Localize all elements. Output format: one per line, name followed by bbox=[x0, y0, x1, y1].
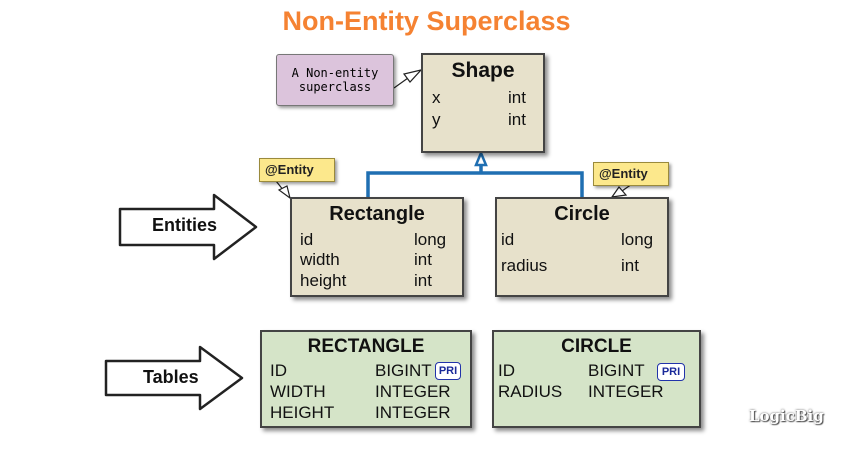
rectangle-column-name: ID bbox=[270, 361, 287, 380]
rect-tag-connector-head bbox=[277, 185, 291, 200]
entity-annotation-tag: @Entity bbox=[593, 162, 669, 186]
circle-column-name: RADIUS bbox=[498, 382, 563, 401]
circle-table-name: CIRCLE bbox=[561, 336, 632, 357]
rectangle-field-type: int bbox=[414, 250, 432, 269]
note-connector bbox=[393, 77, 409, 89]
rectangle-table-box: RECTANGLE ID BIGINT PRI WIDTH INTEGER HE… bbox=[260, 330, 472, 428]
non-entity-note: A Non-entity superclass bbox=[276, 54, 394, 106]
rectangle-column-type: INTEGER bbox=[375, 403, 451, 422]
rectangle-field-type: long bbox=[414, 230, 447, 249]
shape-field-type: int bbox=[508, 110, 526, 129]
diagram-title: Non-Entity Superclass bbox=[282, 6, 571, 36]
rectangle-field-name: id bbox=[300, 230, 314, 249]
circle-table-box: CIRCLE ID BIGINT PRI RADIUS INTEGER bbox=[492, 330, 701, 428]
rectangle-table-name: RECTANGLE bbox=[307, 336, 425, 357]
circle-field-name: radius bbox=[501, 256, 548, 275]
tables-arrow bbox=[104, 345, 244, 411]
circle-column-type: INTEGER bbox=[588, 382, 664, 401]
rectangle-column-type: INTEGER bbox=[375, 382, 451, 401]
shape-class-box: Shape x int y int bbox=[421, 53, 545, 153]
circle-field-type: int bbox=[621, 256, 639, 275]
inheritance-line bbox=[366, 171, 584, 197]
circle-field-type: long bbox=[621, 230, 654, 249]
shape-class-name: Shape bbox=[451, 59, 515, 82]
inheritance-arrowhead bbox=[474, 149, 488, 167]
circle-column-name: ID bbox=[498, 361, 515, 380]
shape-field-type: int bbox=[508, 88, 526, 107]
shape-field-name: x bbox=[432, 88, 441, 107]
circle-entity-name: Circle bbox=[554, 203, 610, 225]
circle-tag-connector-head bbox=[610, 186, 628, 198]
primary-key-badge: PRI bbox=[657, 363, 685, 381]
note-line-1: A Non-entity bbox=[291, 66, 379, 80]
rectangle-field-name: height bbox=[300, 271, 347, 290]
entities-arrow bbox=[118, 193, 258, 261]
logicbig-logo: LogicBig bbox=[749, 407, 824, 425]
rectangle-entity-name: Rectangle bbox=[329, 203, 425, 225]
circle-column-type: BIGINT bbox=[588, 361, 645, 380]
rectangle-column-name: HEIGHT bbox=[270, 403, 335, 422]
rectangle-field-type: int bbox=[414, 271, 432, 290]
circle-field-name: id bbox=[501, 230, 515, 249]
entity-annotation-tag: @Entity bbox=[259, 158, 335, 182]
tables-label: Tables bbox=[143, 367, 199, 387]
primary-key-badge: PRI bbox=[435, 362, 461, 380]
shape-field-name: y bbox=[432, 110, 441, 129]
rectangle-entity-box: Rectangle id long width int height int bbox=[290, 197, 464, 297]
circle-entity-box: Circle id long radius int bbox=[495, 197, 669, 297]
entities-label: Entities bbox=[152, 215, 218, 235]
rectangle-column-type: BIGINT bbox=[375, 361, 432, 380]
note-connector-head bbox=[402, 68, 423, 83]
note-line-2: superclass bbox=[298, 80, 372, 94]
rectangle-column-name: WIDTH bbox=[270, 382, 326, 401]
rectangle-field-name: width bbox=[300, 250, 340, 269]
